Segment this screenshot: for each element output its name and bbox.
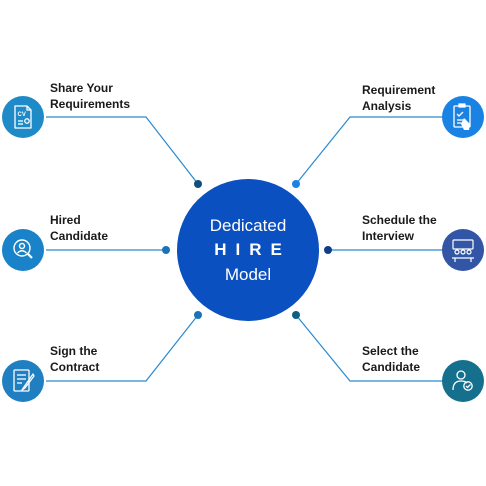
connector-sign-contract [46, 314, 199, 382]
user-check-icon [442, 360, 484, 402]
step-label-line: Analysis [362, 99, 412, 113]
connector-share-requirements [46, 116, 199, 185]
step-label-line: Hired [50, 213, 81, 227]
step-sign-contract: Sign the Contract [50, 343, 99, 375]
connector-dots [162, 180, 332, 319]
connector-dot [194, 311, 202, 319]
sign-contract-icon [2, 360, 44, 402]
step-select-candidate: Select the Candidate [362, 343, 420, 375]
step-label-line: Candidate [50, 229, 109, 243]
svg-text:CV: CV [18, 112, 26, 118]
step-requirement-analysis: Requirement Analysis [362, 82, 435, 114]
step-label-line: Schedule the [362, 213, 437, 227]
center-title-line3: Model [224, 265, 272, 284]
step-label-line: Contract [50, 360, 100, 374]
connector-select-candidate [295, 314, 444, 382]
connector-dot [292, 311, 300, 319]
step-hired-candidate: Hired Candidate [50, 212, 108, 244]
step-label-line: Interview [362, 229, 415, 243]
checklist-icon [442, 96, 484, 138]
step-share-requirements: Share Your Requirements [50, 80, 130, 112]
cv-document-icon: CV [2, 96, 44, 138]
connector-dot [292, 180, 300, 188]
center-title-hire: HIRE [214, 240, 291, 259]
connectors [46, 116, 444, 382]
step-label-line: Requirement [362, 83, 436, 97]
user-search-icon [2, 229, 44, 271]
step-label-line: Candidate [362, 360, 421, 374]
step-label-line: Share Your [50, 81, 113, 95]
connector-dot [194, 180, 202, 188]
connector-dot [324, 246, 332, 254]
step-label-line: Select the [362, 344, 419, 358]
center-title-line1: Dedicated [209, 216, 287, 235]
interview-icon [442, 229, 484, 271]
connector-requirement-analysis [295, 116, 444, 185]
connector-dot [162, 246, 170, 254]
step-label-line: Sign the [50, 344, 98, 358]
step-label-line: Requirements [50, 97, 131, 111]
step-schedule-interview: Schedule the Interview [362, 212, 437, 244]
center-hub-circle [177, 179, 319, 321]
